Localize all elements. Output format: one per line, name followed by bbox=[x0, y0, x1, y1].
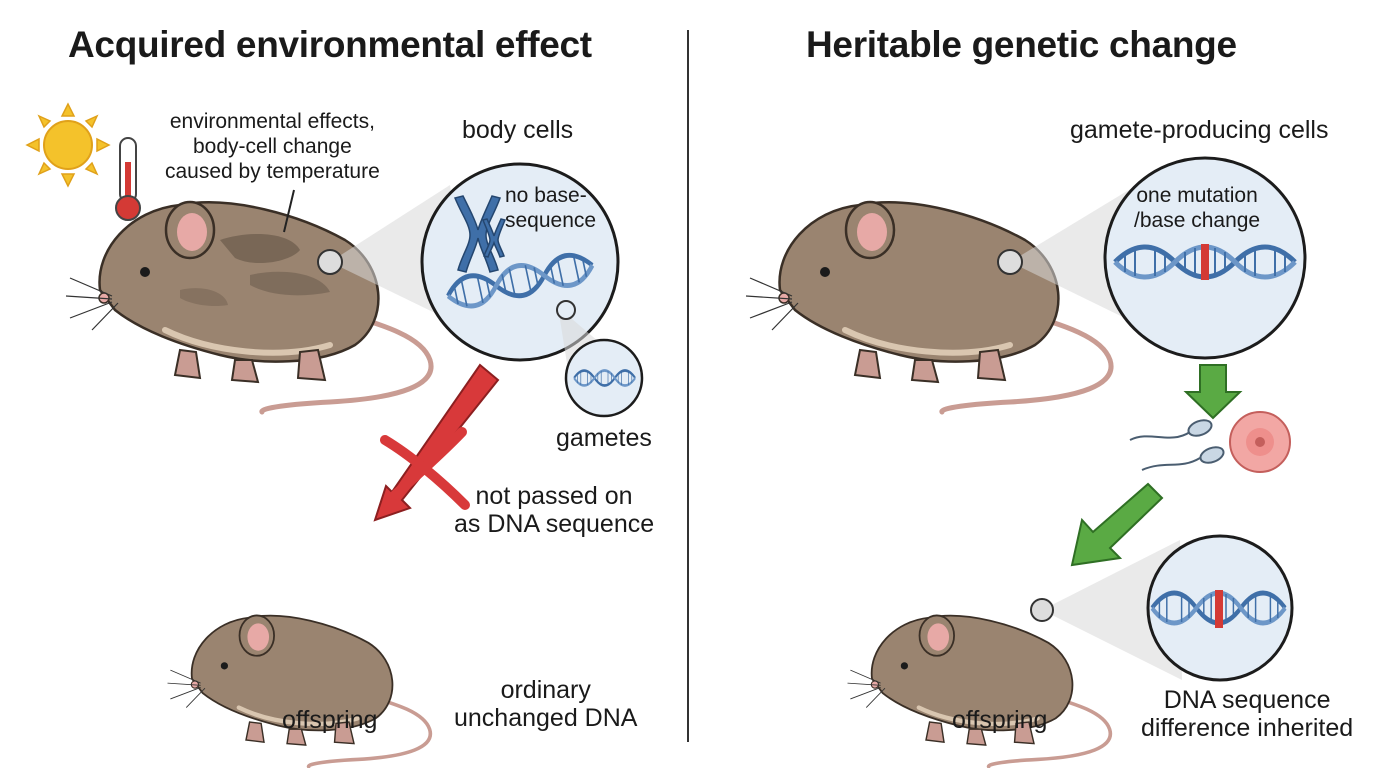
chromosome-icon bbox=[453, 195, 507, 273]
parent-mouse-left bbox=[66, 202, 431, 412]
offspring-mouse-right bbox=[848, 615, 1111, 766]
gametes-label: gametes bbox=[556, 424, 652, 452]
body-cells-label: body cells bbox=[462, 116, 574, 144]
no-base-sequence-text: no base- sequence bbox=[505, 184, 597, 232]
green-arrow-diagonal bbox=[1070, 482, 1164, 567]
green-arrow-down bbox=[1183, 364, 1243, 420]
offspring-label-left: offspring bbox=[282, 706, 378, 734]
sperm-icon bbox=[1129, 419, 1225, 471]
mutation-mark bbox=[1201, 244, 1209, 280]
egg-cell-icon bbox=[1229, 411, 1291, 473]
environment-note: environmental effects, body-cell change … bbox=[165, 110, 380, 183]
offspring-mouse-left bbox=[168, 615, 431, 766]
left-panel-title: Acquired environmental effect bbox=[68, 24, 592, 65]
red-blocked-arrow bbox=[373, 363, 500, 522]
parent-mouse-right bbox=[746, 202, 1111, 412]
offspring-label-right: offspring bbox=[952, 706, 1048, 734]
gamete-zoom-circle bbox=[564, 338, 644, 418]
inherited-note: DNA sequence difference inherited bbox=[1141, 686, 1354, 742]
sun-icon bbox=[25, 102, 111, 188]
right-panel-title: Heritable genetic change bbox=[806, 24, 1237, 65]
thermometer-icon bbox=[115, 137, 141, 221]
unchanged-dna-note: ordinary unchanged DNA bbox=[454, 676, 638, 732]
not-passed-note: not passed on as DNA sequence bbox=[454, 482, 655, 538]
inherited-mutation-mark bbox=[1215, 590, 1223, 628]
panel-divider bbox=[687, 30, 689, 742]
gamete-cells-label: gamete-producing cells bbox=[1070, 116, 1329, 144]
mutation-text: one mutation /base change bbox=[1134, 184, 1261, 232]
